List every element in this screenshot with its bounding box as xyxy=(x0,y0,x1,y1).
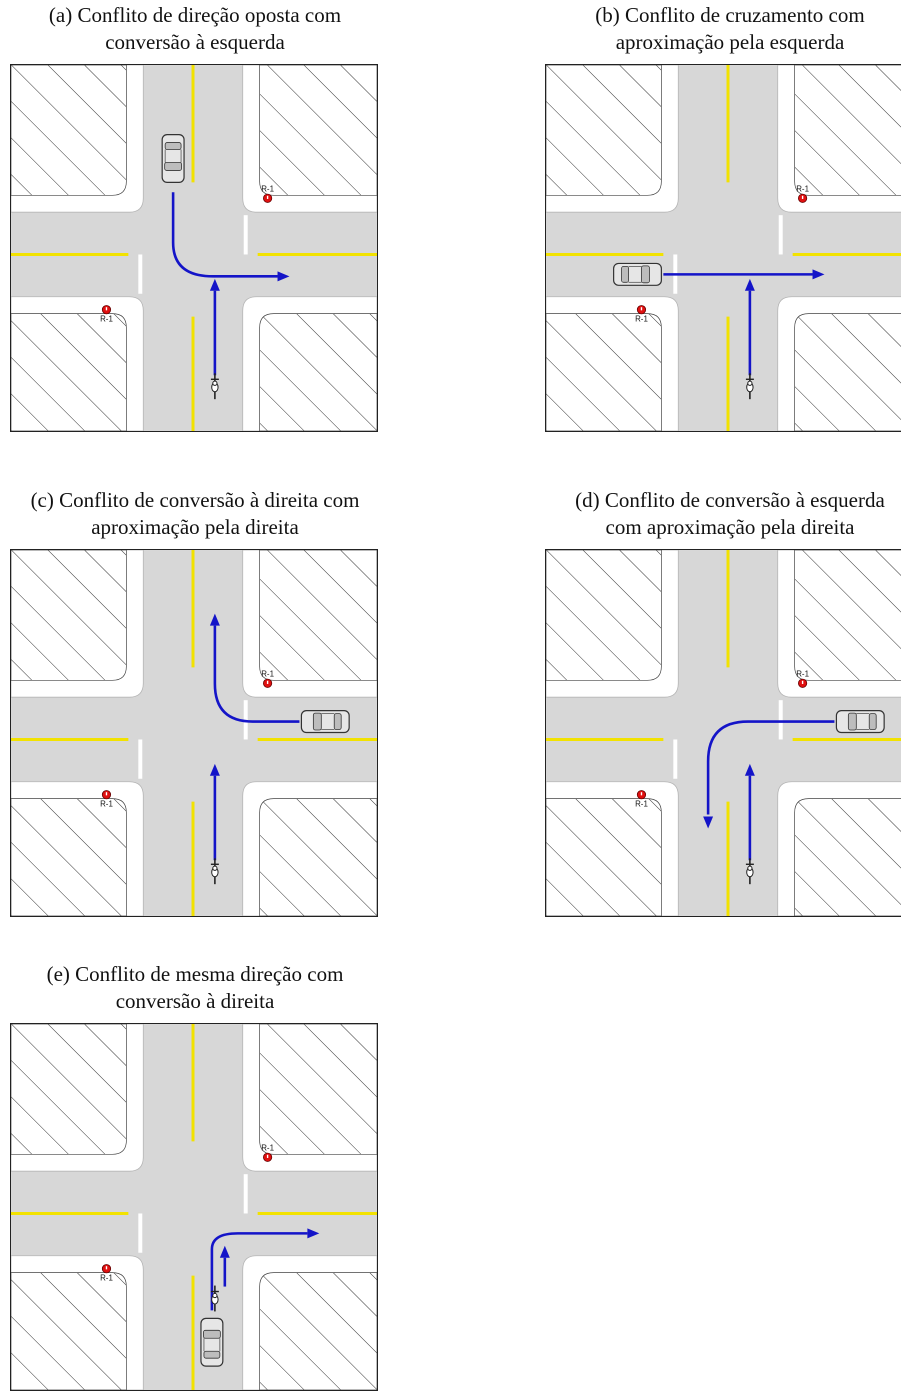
sign-label: R-1 xyxy=(100,1274,113,1283)
bicycle-icon xyxy=(210,858,219,885)
building-lot xyxy=(259,313,377,431)
arrow-head xyxy=(209,613,220,626)
building-lot xyxy=(11,313,127,431)
bicycle-icon xyxy=(210,373,219,400)
arrow-head xyxy=(277,271,290,282)
r1-stop-sign: R-1 xyxy=(261,184,275,203)
intersection-svg: R-1R-1 xyxy=(11,550,377,916)
building-lot xyxy=(11,550,127,681)
panel-caption: (a) Conflito de direção oposta com conve… xyxy=(0,2,400,58)
building-lot xyxy=(11,1024,127,1155)
r1-stop-sign: R-1 xyxy=(635,790,648,809)
building-lot xyxy=(11,65,127,196)
intersection-svg: R-1R-1 xyxy=(11,65,377,431)
arrow-head xyxy=(307,1228,320,1239)
car-icon xyxy=(200,1317,224,1367)
intersection-svg: R-1R-1 xyxy=(546,550,901,916)
r1-stop-sign: R-1 xyxy=(261,1143,275,1162)
arrow-head xyxy=(812,269,825,280)
arrow-head xyxy=(219,1245,230,1258)
panel-caption: (b) Conflito de cruzamento com aproximaç… xyxy=(525,2,901,58)
caption-line-1: (c) Conflito de conversão à direita com xyxy=(30,488,360,512)
arrow-head xyxy=(744,763,755,776)
sign-label: R-1 xyxy=(796,669,809,678)
building-lot xyxy=(259,65,377,196)
caption-line-2: aproximação pela direita xyxy=(91,515,299,539)
intersection-svg: R-1R-1 xyxy=(546,65,901,431)
building-lot xyxy=(546,313,662,431)
building-lot xyxy=(794,550,901,681)
arrow-head xyxy=(744,278,755,291)
panel-caption: (c) Conflito de conversão à direita com … xyxy=(0,487,400,543)
sign-label: R-1 xyxy=(635,315,648,324)
car-path-arrow xyxy=(213,625,300,723)
building-lot xyxy=(259,1272,377,1390)
r1-stop-sign: R-1 xyxy=(261,669,275,688)
building-lot xyxy=(794,65,901,196)
car-path-arrow xyxy=(171,192,278,278)
building-lot xyxy=(546,798,662,916)
r1-stop-sign: R-1 xyxy=(100,305,113,324)
arrow-head xyxy=(209,278,220,291)
building-lot xyxy=(259,798,377,916)
arrow-head xyxy=(703,816,714,829)
caption-line-2: conversão à direita xyxy=(115,989,275,1013)
bicycle-icon xyxy=(745,858,754,885)
car-path-arrow xyxy=(210,1232,308,1311)
sign-label: R-1 xyxy=(635,800,648,809)
panel-caption: (e) Conflito de mesma direção com conver… xyxy=(0,961,400,1017)
car-path-arrow xyxy=(706,720,835,815)
sign-label: R-1 xyxy=(100,315,113,324)
sign-label: R-1 xyxy=(796,184,809,193)
sign-label: R-1 xyxy=(261,184,274,193)
panel-caption: (d) Conflito de conversão à esquerda com… xyxy=(525,487,901,543)
car-icon xyxy=(300,710,350,734)
building-lot xyxy=(259,550,377,681)
car-icon xyxy=(161,134,185,183)
r1-stop-sign: R-1 xyxy=(796,184,810,203)
bicycle-icon xyxy=(745,373,754,400)
caption-line-1: (e) Conflito de mesma direção com xyxy=(46,962,344,986)
building-lot xyxy=(259,1024,377,1155)
sign-label: R-1 xyxy=(261,669,274,678)
caption-line-2: com aproximação pela direita xyxy=(605,515,855,539)
intersection-svg: R-1R-1 xyxy=(11,1024,377,1390)
caption-line-2: conversão à esquerda xyxy=(105,30,285,54)
caption-line-2: aproximação pela esquerda xyxy=(615,30,845,54)
building-lot xyxy=(11,798,127,916)
building-lot xyxy=(794,313,901,431)
sign-label: R-1 xyxy=(100,800,113,809)
car-icon xyxy=(613,262,662,286)
caption-line-1: (d) Conflito de conversão à esquerda xyxy=(575,488,885,512)
caption-line-1: (b) Conflito de cruzamento com xyxy=(595,3,865,27)
building-lot xyxy=(546,550,662,681)
r1-stop-sign: R-1 xyxy=(635,305,648,324)
bicycle-icon xyxy=(210,1285,219,1312)
caption-line-1: (a) Conflito de direção oposta com xyxy=(48,3,342,27)
car-icon xyxy=(835,710,885,734)
r1-stop-sign: R-1 xyxy=(100,1264,113,1283)
arrow-head xyxy=(209,763,220,776)
building-lot xyxy=(546,65,662,196)
r1-stop-sign: R-1 xyxy=(796,669,810,688)
sign-label: R-1 xyxy=(261,1143,274,1152)
building-lot xyxy=(794,798,901,916)
r1-stop-sign: R-1 xyxy=(100,790,113,809)
building-lot xyxy=(11,1272,127,1390)
